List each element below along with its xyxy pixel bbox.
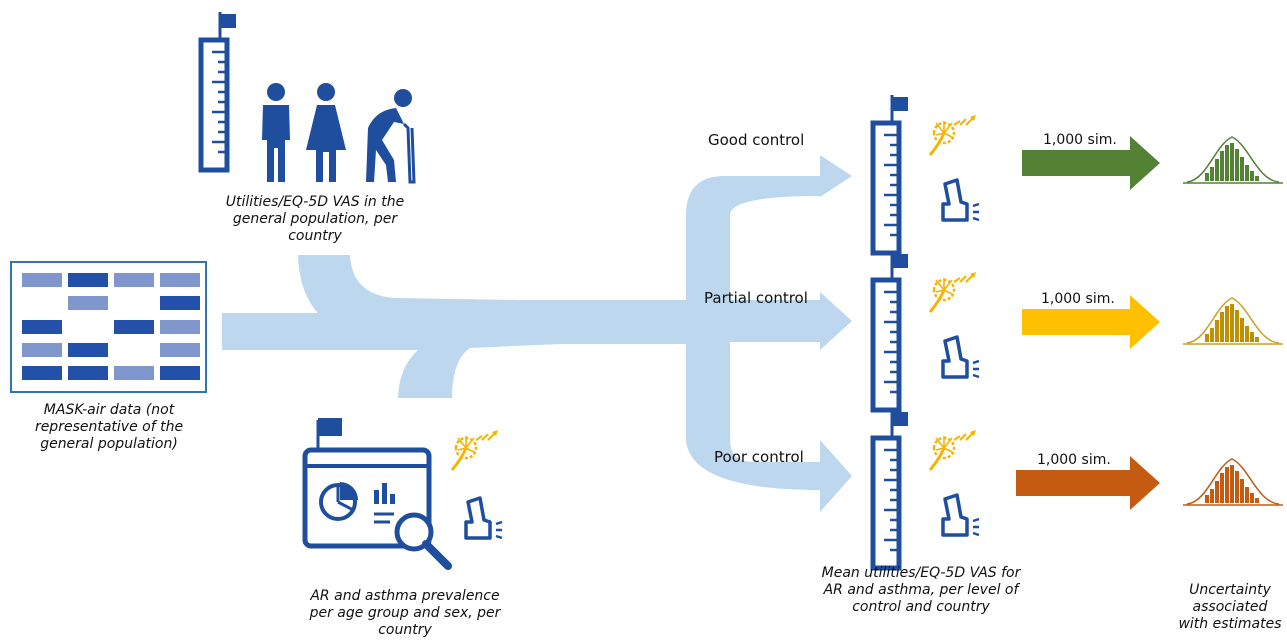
- inhaler-icon: [941, 335, 981, 379]
- distribution-icon: [1183, 136, 1283, 184]
- sim-label-good: 1,000 sim.: [1043, 132, 1117, 148]
- sim-arrow-poor: [1016, 456, 1160, 510]
- caption-mask-air: MASK-air data (not representative of the…: [34, 402, 184, 452]
- sim-label-partial: 1,000 sim.: [1041, 291, 1115, 307]
- woman-icon: [306, 83, 346, 182]
- flow-from-population: [298, 255, 520, 344]
- inhaler-icon: [941, 493, 981, 537]
- caption-prevalence: AR and asthma prevalence per age group a…: [309, 588, 501, 638]
- ruler-flag-icon: [873, 410, 908, 568]
- branch-label-good: Good control: [708, 131, 805, 149]
- pollen-icon: [450, 428, 500, 472]
- ruler-flag-icon: [873, 252, 908, 410]
- sim-label-poor: 1,000 sim.: [1037, 452, 1111, 468]
- inhaler-icon: [941, 178, 981, 222]
- flow-branch-poor: [660, 300, 852, 512]
- man-icon: [262, 83, 290, 182]
- branch-label-poor: Poor control: [714, 448, 804, 466]
- report-magnifier-icon: [302, 418, 452, 570]
- caption-uncertainty: Uncertainty associated with estimates: [1178, 582, 1282, 632]
- branch-label-partial: Partial control: [704, 289, 808, 307]
- pollen-icon: [928, 428, 978, 472]
- pollen-icon: [928, 270, 978, 314]
- data-table-icon: [10, 261, 207, 393]
- pollen-icon: [928, 113, 978, 157]
- flow-from-prevalence: [398, 326, 560, 398]
- ruler-flag-icon: [201, 12, 236, 170]
- sim-arrow-partial: [1022, 295, 1160, 349]
- elderly-icon: [366, 89, 416, 184]
- caption-mean-utilities: Mean utilities/EQ-5D VAS for AR and asth…: [821, 565, 1021, 615]
- caption-general-population: Utilities/EQ-5D VAS in the general popul…: [225, 194, 405, 244]
- distribution-icon: [1183, 297, 1283, 345]
- inhaler-icon: [464, 496, 504, 540]
- flow-paths: [222, 155, 852, 512]
- flow-branch-good: [660, 155, 852, 344]
- ruler-flag-icon: [873, 95, 908, 253]
- sim-arrow-good: [1022, 136, 1160, 190]
- distribution-icon: [1183, 458, 1283, 506]
